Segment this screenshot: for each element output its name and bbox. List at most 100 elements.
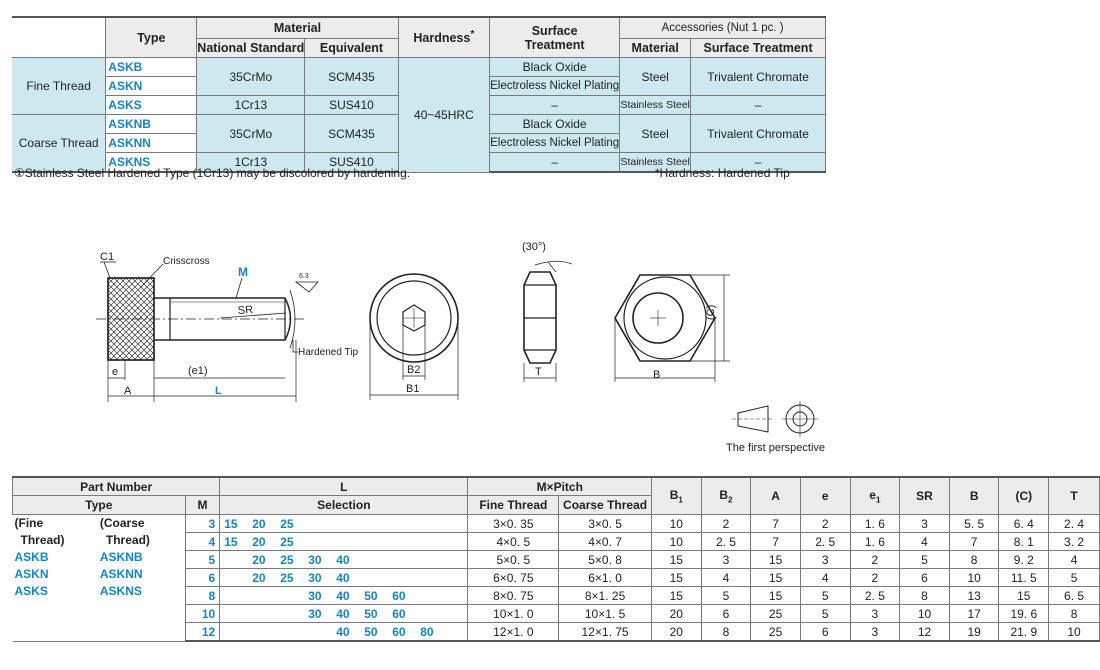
cell-e1: 2: [849, 550, 901, 569]
cell-fine: 5×0. 5: [467, 550, 560, 569]
cell-b1: 20: [650, 622, 702, 642]
header-acc-material: Material: [619, 38, 692, 58]
label-crisscross: Crisscross: [163, 256, 210, 267]
cell-sr: 12: [899, 622, 950, 642]
label-c1: C1: [100, 251, 114, 263]
label-m: M: [238, 265, 248, 279]
type-fine-code-askb: ASKB: [14, 550, 49, 564]
l-option: 40: [336, 552, 350, 567]
cell-t: 2. 4: [1048, 514, 1100, 533]
cell-b: 13: [948, 586, 1000, 605]
header-acc-surface: Surface Treatment: [690, 38, 826, 58]
cell-a: 25: [750, 604, 801, 623]
cell-b: 8: [948, 550, 1000, 569]
cell-c: 19. 6: [998, 604, 1050, 623]
cell-b1: 10: [650, 514, 702, 533]
l-option: 30: [308, 552, 322, 567]
l-option: 40: [336, 606, 350, 621]
cell-sr: 3: [899, 514, 950, 533]
cell-coarse: 8×1. 25: [558, 586, 652, 605]
cell-coarse: 5×0. 8: [558, 550, 652, 569]
perspective-cone: [737, 405, 769, 433]
cell-sr: 8: [899, 586, 950, 605]
cell-c: 6. 4: [998, 514, 1050, 533]
l-option: 60: [392, 606, 406, 621]
header-part-number: Part Number: [11, 476, 221, 496]
coarse-ss-national: 1Cr13: [196, 152, 306, 173]
note-discolor: ①Stainless Steel Hardened Type (1Cr13) m…: [14, 166, 411, 180]
cell-b: 17: [948, 604, 1000, 623]
cell-e1: 2: [849, 568, 901, 587]
header-b: B: [948, 476, 1000, 515]
cell-b1: 15: [650, 550, 702, 569]
cell-c: 8. 1: [998, 532, 1050, 551]
header-equivalent: Equivalent: [304, 38, 399, 58]
part-number-table: Part Number L M×Pitch B1 B2 A e e1 SR B …: [11, 476, 1100, 642]
coarse-equivalent: SCM435: [304, 114, 399, 153]
cell-c: 9. 2: [998, 550, 1050, 569]
cell-fine: 8×0. 75: [467, 586, 560, 605]
cell-t: 8: [1048, 604, 1100, 623]
cell-coarse: 10×1. 5: [558, 604, 652, 623]
label-l: L: [215, 385, 222, 397]
l-option: 30: [308, 588, 322, 603]
coarse-black-oxide: Black Oxide: [489, 114, 621, 134]
cell-e: 6: [799, 622, 851, 642]
fine-nickel: Electroless Nickel Plating: [489, 76, 621, 96]
type-fine-label2: Thread): [20, 533, 65, 547]
code-asknn: ASKNN: [105, 133, 198, 153]
cell-e: 4: [799, 568, 851, 587]
l-option: 40: [336, 588, 350, 603]
l-option: 25: [280, 534, 294, 549]
cell-a: 15: [750, 550, 801, 569]
type-coarse-code-asknn: ASKNN: [99, 567, 143, 581]
coarse-nickel: Electroless Nickel Plating: [489, 133, 621, 153]
l-option: 15: [224, 516, 238, 531]
l-option: 50: [364, 588, 378, 603]
header-coarse-thread: Coarse Thread: [558, 495, 652, 515]
l-option: 25: [280, 552, 294, 567]
blank-header: [12, 16, 107, 58]
header-b1: B1: [650, 476, 702, 515]
cell-b: 10: [948, 568, 1000, 587]
cell-b1: 10: [650, 532, 702, 551]
cell-fine: 10×1. 0: [467, 604, 560, 623]
note-hardness: *Hardness: Hardened Tip: [655, 166, 790, 180]
l-option: 30: [308, 606, 322, 621]
cell-fine: 6×0. 75: [467, 568, 560, 587]
type-coarse-code-asknb: ASKNB: [99, 550, 143, 564]
header-selection: Selection: [219, 495, 469, 515]
coarse-acc-trivalent: Trivalent Chromate: [690, 114, 826, 153]
cell-e: 2: [799, 514, 851, 533]
cell-a: 15: [750, 586, 801, 605]
cell-b2: 4: [700, 568, 752, 587]
l-option: 50: [364, 624, 378, 639]
header-fine-thread: Fine Thread: [467, 495, 560, 515]
cell-b: 7: [948, 532, 1000, 551]
l-option: 20: [252, 534, 266, 549]
l-option: 25: [280, 570, 294, 585]
cell-coarse: 4×0. 7: [558, 532, 652, 551]
l-option: 80: [420, 624, 434, 639]
cell-t: 4: [1048, 550, 1100, 569]
cell-c: 15: [998, 586, 1050, 605]
l-option: 40: [336, 570, 350, 585]
cell-c: 21. 9: [998, 622, 1050, 642]
cell-b2: 8: [700, 622, 752, 642]
header-m: M: [184, 495, 221, 515]
l-option: 20: [252, 516, 266, 531]
technical-drawing: C1 Crisscross M SR 6.3 Hardened Tip e (e…: [96, 241, 825, 454]
cell-m: 6: [184, 568, 221, 587]
cell-fine: 3×0. 35: [467, 514, 560, 533]
code-askn: ASKN: [105, 76, 198, 96]
